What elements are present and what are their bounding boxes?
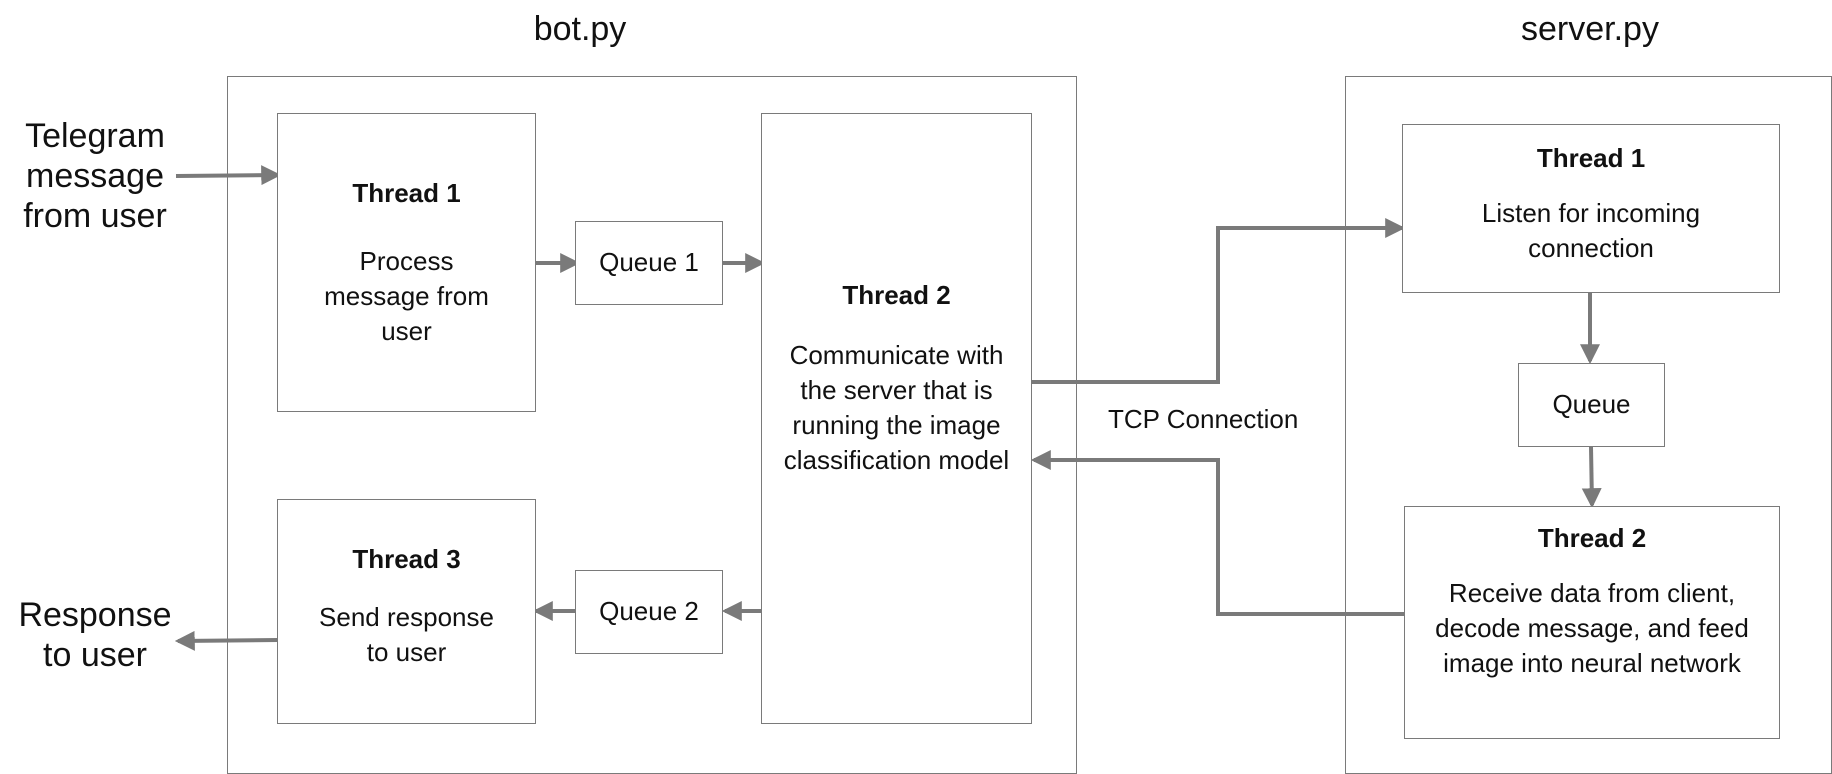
bot-thread3-box: Thread 3 Send response to user <box>277 499 536 724</box>
tcp-outgoing-connector <box>1032 218 1406 384</box>
bot-thread2-heading: Thread 2 <box>842 280 951 310</box>
bot-thread1-heading: Thread 1 <box>352 178 461 208</box>
server-queue-box: Queue <box>1518 363 1665 447</box>
server-thread2-body: Receive data from client, decode message… <box>1435 578 1749 678</box>
bot-thread3-heading: Thread 3 <box>352 544 461 574</box>
server-thread1-box: Thread 1 Listen for incoming connection <box>1402 124 1780 293</box>
bot-queue1-box: Queue 1 <box>575 221 723 305</box>
bot-title: bot.py <box>533 10 627 48</box>
bot-queue2-box: Queue 2 <box>575 570 723 654</box>
output-arrow <box>174 630 279 651</box>
server-thread2-heading: Thread 2 <box>1537 523 1647 553</box>
input-arrow <box>175 165 282 186</box>
server-title: server.py <box>1521 10 1659 48</box>
bot-thread1-box: Thread 1 Process message from user <box>277 113 536 412</box>
bot-thread2-body: Communicate with the server that is runn… <box>783 340 1010 475</box>
bot-thread1-body: Process message from user <box>324 246 489 346</box>
server-queue-to-thread2-arrow <box>1581 446 1602 509</box>
tcp-incoming-connector <box>1030 450 1404 616</box>
input-label: Telegram message from user <box>23 117 167 235</box>
tcp-connection-label: TCP Connection <box>1108 404 1299 434</box>
server-thread2-box: Thread 2 Receive data from client, decod… <box>1404 506 1780 739</box>
output-label: Response to user <box>18 596 172 674</box>
server-thread1-heading: Thread 1 <box>1536 143 1646 173</box>
server-thread1-body: Listen for incoming connection <box>1481 198 1701 263</box>
bot-thread2-box: Thread 2 Communicate with the server tha… <box>761 113 1032 724</box>
bot-thread3-body: Send response to user <box>319 602 494 667</box>
